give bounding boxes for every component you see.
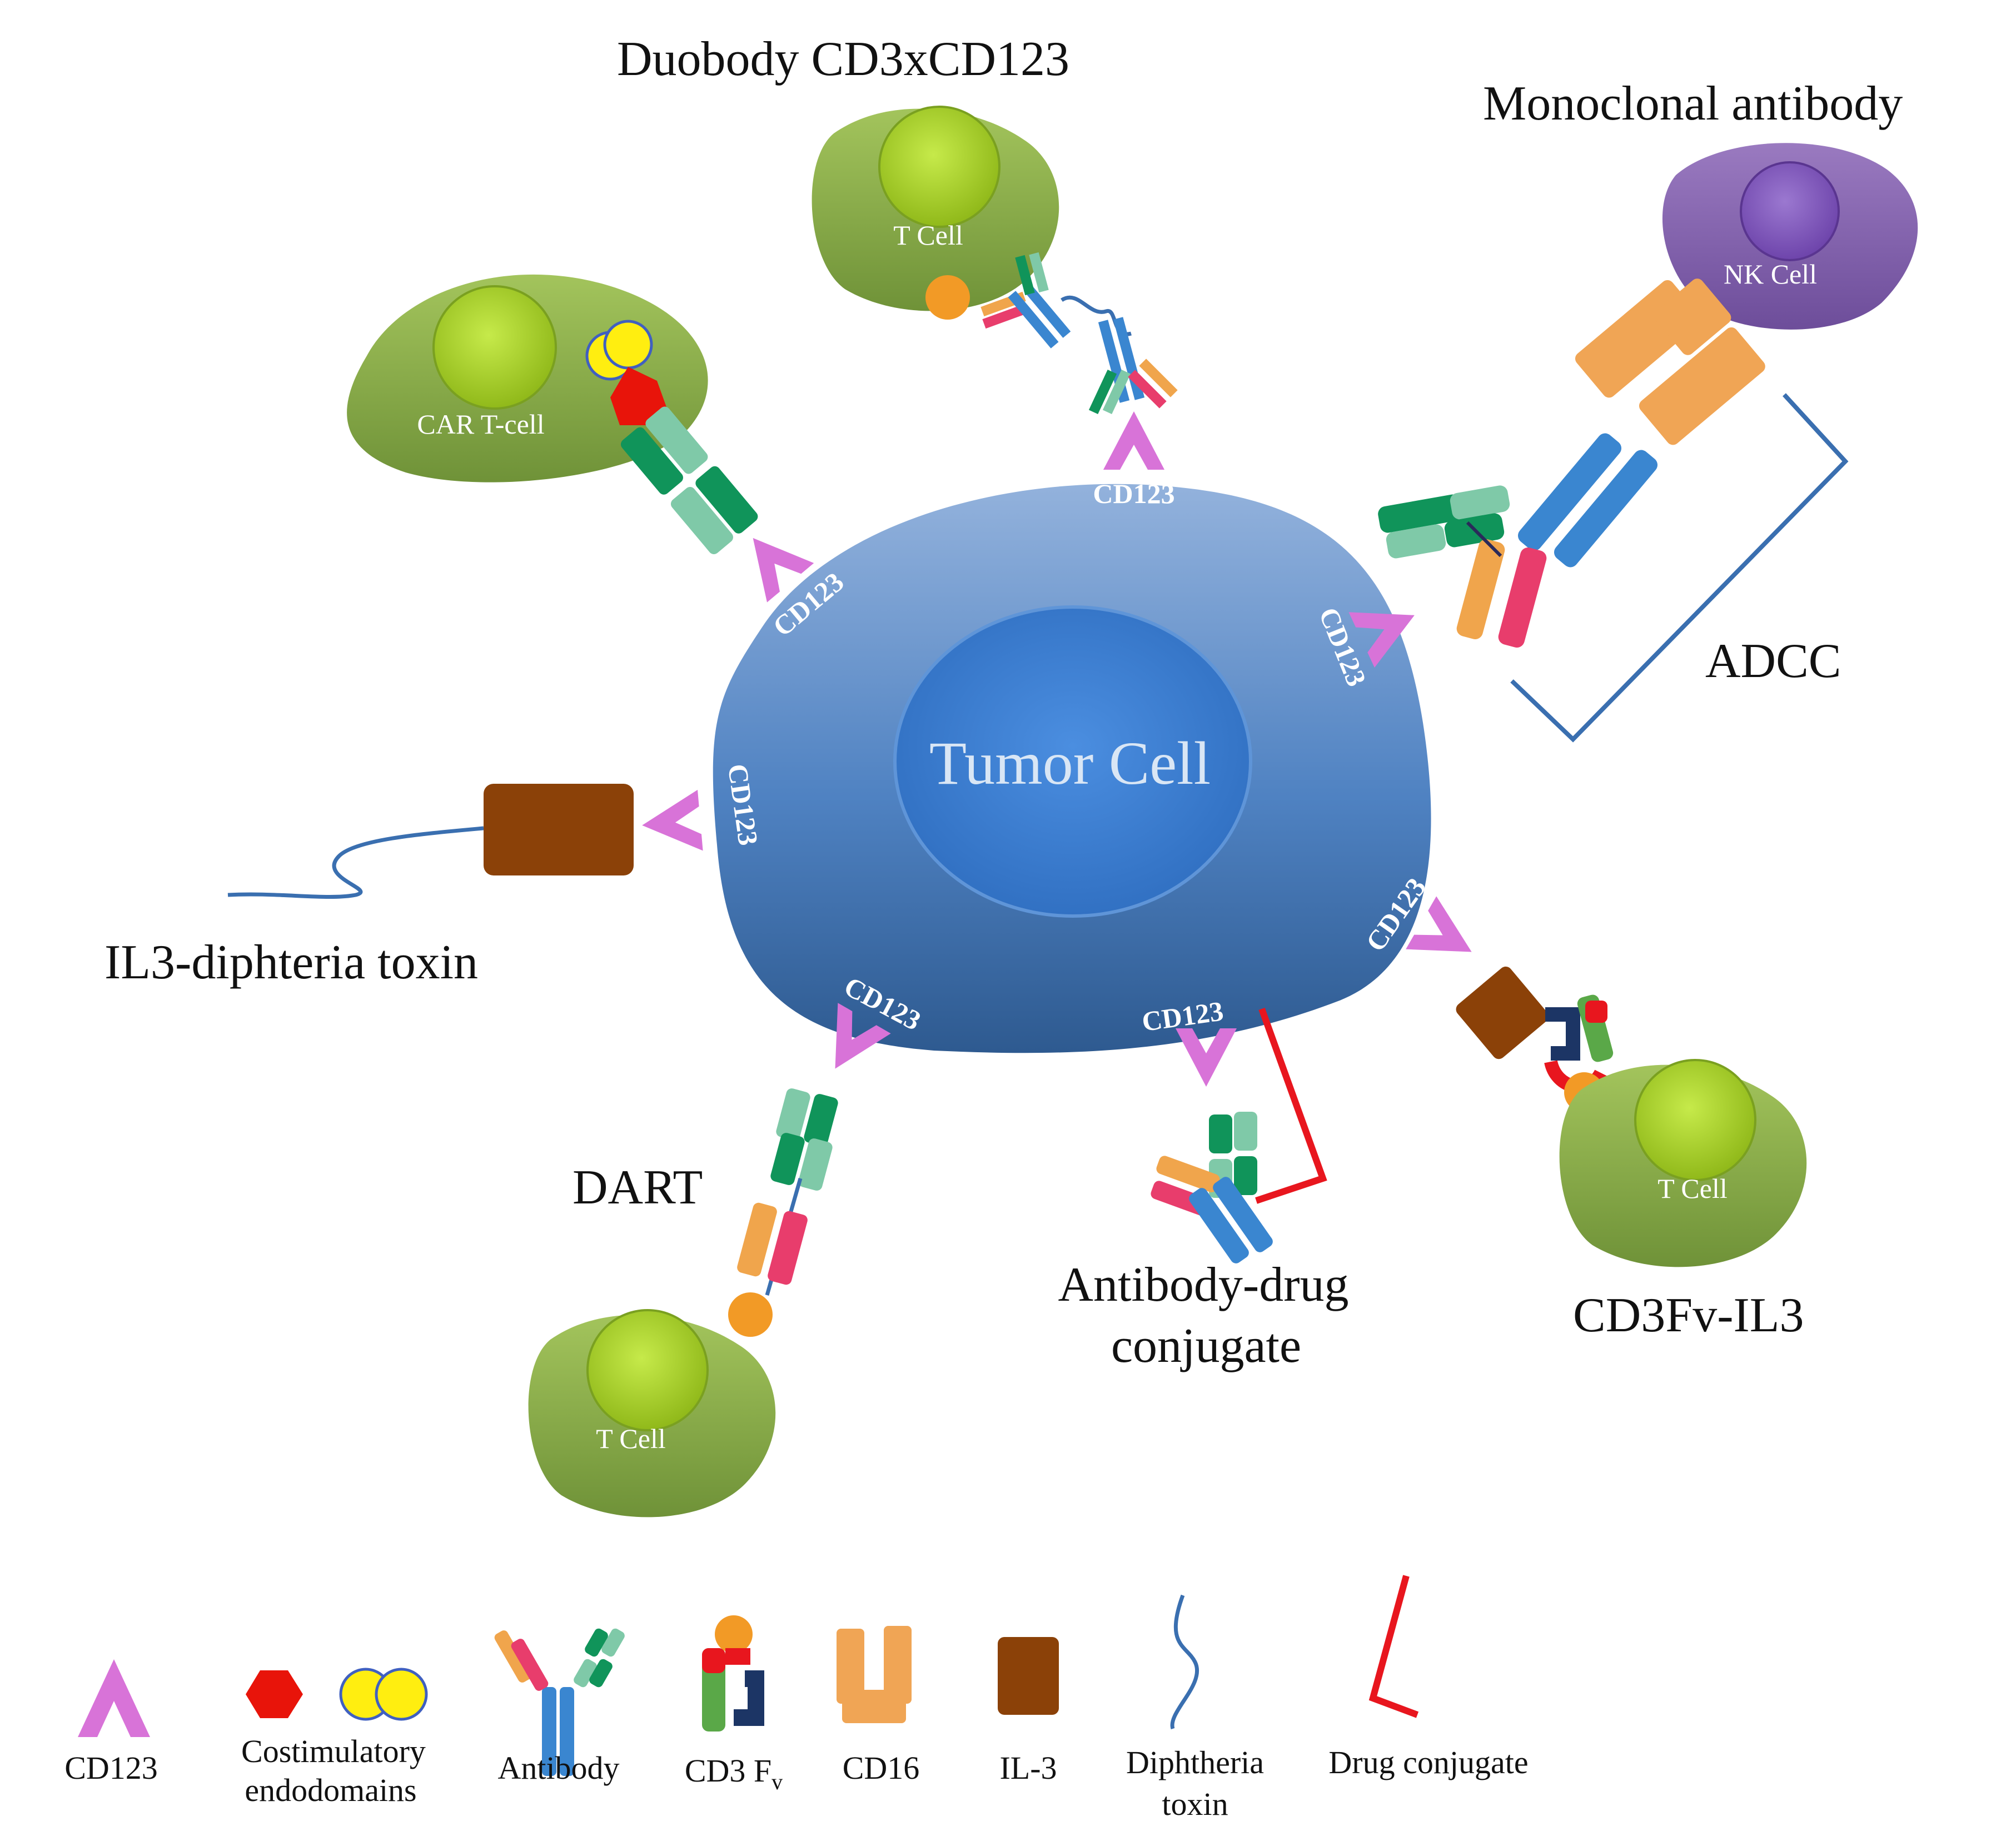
t-cell-right: T Cell [1559,1059,1807,1267]
t-cell-top: T Cell [812,106,1059,311]
cd123-label-top: CD123 [1093,478,1174,509]
title-il3-diphtheria-toxin: IL3-diphteria toxin [104,936,478,989]
t-cell-top-label: T Cell [893,220,963,251]
legend-drug-conjugate-icon [1368,1575,1419,1718]
title-dart: DART [573,1161,703,1215]
drug-conjugate-linker [1255,1007,1327,1204]
tumor-cell-label: Tumor Cell [929,729,1211,797]
legend-cd16-label: CD16 [843,1750,920,1786]
legend-costim-hexagon-icon [246,1670,303,1718]
dart-cd3-circle [728,1292,773,1337]
legend-costim-label-line1: Costimulatory [241,1733,426,1769]
legend-item-drug-conjugate: Drug conjugate [1328,1575,1529,1780]
legend-cd123-label: CD123 [64,1750,158,1786]
cd3-orange-circle [925,275,970,320]
legend-cd3fv-label: CD3 Fv [685,1753,783,1794]
antibody-drug-conjugate [1151,1007,1327,1263]
legend: CD123 Costimulatory endodomains Antibody [64,1575,1529,1822]
legend-diphtheria-label-line2: toxin [1162,1786,1228,1822]
t-cell-right-label: T Cell [1657,1173,1727,1204]
legend-cd3fv-subscript: v [771,1769,783,1794]
title-antibody-drug-line1: Antibody-drug [1058,1258,1348,1312]
legend-cd3fv-icon [702,1615,764,1732]
nk-cell: NK Cell [1662,143,1918,330]
adcc-bracket [1510,393,1849,743]
legend-il3-icon [998,1637,1059,1715]
legend-antibody-icon [494,1628,625,1776]
legend-costim-circle-icon-2 [375,1668,428,1721]
legend-il3-label: IL-3 [999,1750,1057,1786]
legend-diphtheria-label-line1: Diphtheria [1126,1744,1264,1780]
car-construct [585,320,758,555]
il3-diphtheria-toxin [227,784,634,899]
dart-construct [728,1088,838,1337]
car-t-cell-nucleus [432,285,557,410]
t-cell-top-nucleus [878,106,1000,228]
cd123-receptor-left [639,789,703,856]
legend-cd3fv-main: CD3 F [685,1753,771,1789]
legend-item-cd16: CD16 [837,1626,919,1786]
title-cd3fv-il3: CD3Fv-IL3 [1573,1288,1804,1342]
legend-item-diphtheria: Diphtheria toxin [1126,1594,1264,1822]
t-cell-bottom-label: T Cell [596,1423,665,1454]
car-t-cell-label: CAR T-cell [417,409,544,440]
cd123-receptor-top [1103,411,1164,470]
t-cell-bottom: T Cell [528,1309,776,1517]
legend-cd123-icon [78,1659,150,1737]
nk-cell-label: NK Cell [1724,258,1817,290]
legend-antibody-label: Antibody [497,1750,619,1786]
title-antibody-drug-line2: conjugate [1111,1319,1301,1373]
legend-item-il3: IL-3 [998,1637,1059,1786]
costim-red-hexagon [610,367,667,425]
nk-cell-nucleus [1740,161,1840,261]
legend-item-cd123: CD123 [64,1659,158,1786]
legend-costim-label-line2: endodomains [245,1772,416,1808]
cd16-receptor [1575,278,1765,445]
costim-yellow-circle-2 [603,320,653,370]
title-monoclonal-antibody: Monoclonal antibody [1483,77,1903,131]
diphtheria-toxin-tail [227,826,484,899]
legend-drug-conjugate-label: Drug conjugate [1328,1744,1528,1780]
legend-item-costimulatory: Costimulatory endodomains [241,1668,428,1808]
t-cell-bottom-nucleus [586,1309,709,1431]
il3-block-left [484,784,634,875]
legend-item-antibody: Antibody [494,1628,625,1786]
title-duobody: Duobody CD3xCD123 [617,32,1069,86]
tumor-cell: Tumor Cell [713,484,1431,1053]
legend-diphtheria-icon [1170,1594,1199,1730]
il3-block-right [1456,966,1549,1059]
title-adcc: ADCC [1705,634,1841,688]
monoclonal-antibody [1378,433,1658,648]
legend-item-cd3fv: CD3 Fv [685,1615,783,1794]
duobody-antibody [925,252,1178,415]
legend-cd16-icon [837,1626,912,1723]
t-cell-right-nucleus [1634,1059,1756,1181]
tumor-nucleus [893,605,1252,918]
